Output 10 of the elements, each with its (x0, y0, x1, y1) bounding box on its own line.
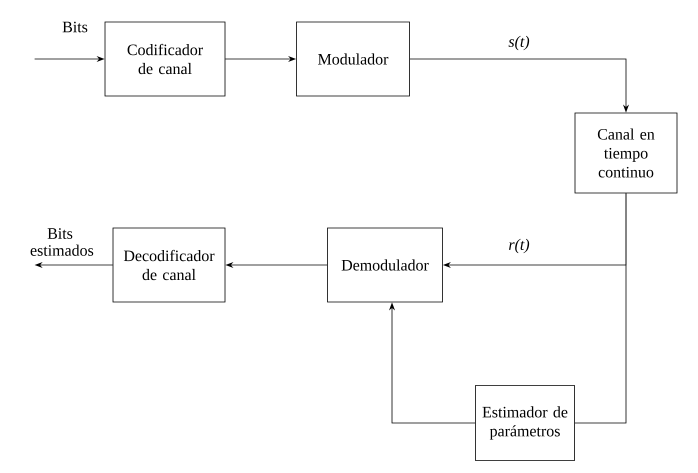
block-box: Codificador de canal (104, 22, 226, 96)
edge-label: Bits estimados (29, 227, 94, 257)
block-box: Demodulador (327, 228, 443, 302)
block-box: Canal en tiempo continuo (574, 112, 678, 194)
block-box: Decodificador de canal (112, 228, 226, 302)
block-box: Estimador de parámetros (475, 385, 575, 461)
block-box: Modulador (296, 22, 410, 96)
edge-label: r(t) (507, 238, 531, 254)
edge-label: s(t) (507, 34, 531, 52)
edge-label: Bits (61, 20, 89, 34)
